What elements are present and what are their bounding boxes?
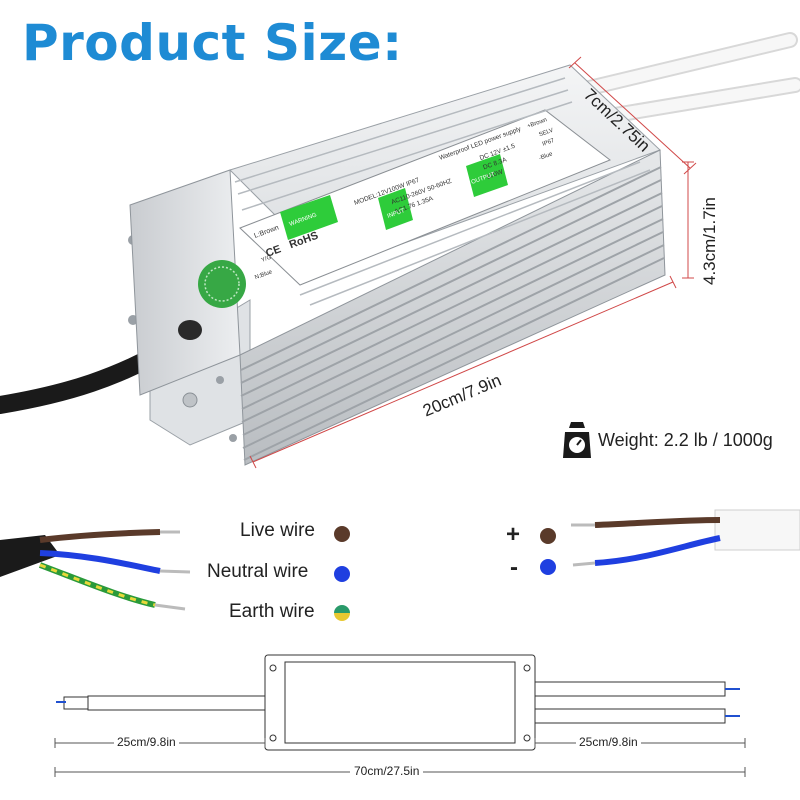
label-minus-blue: -Blue [538,151,554,162]
length-schematic [54,654,746,777]
negative-output-dot [540,559,556,575]
live-wire-label: Live wire [240,520,315,541]
output-wires-illustration [571,509,800,567]
live-wire-dot [334,526,350,542]
label-input-badge: INPUT [387,208,406,220]
height-dimension-label: 4.3cm/1.7in [700,197,719,285]
label-ce: CE [264,243,282,260]
earth-wire-dot [334,605,350,621]
right-cable-length: 25cm/9.8in [576,735,641,749]
neutral-wire-dot [334,566,350,582]
label-n-blue: N:Blue [254,269,274,281]
left-cable-length: 25cm/9.8in [114,735,179,749]
label-yg: Y/G [261,255,273,264]
scale-icon [563,422,591,458]
label-ip67: IP67 [542,138,556,148]
positive-sign: + [506,521,521,548]
input-wires-illustration [0,529,191,611]
negative-sign: - [510,554,518,581]
neutral-wire-label: Neutral wire [207,561,309,582]
label-selv: SELV [538,128,554,139]
power-supply-illustration: L:Brown RoHS CE MODEL:12V100W IP67 AC110… [0,32,800,469]
page-title: Product Size: [22,14,403,72]
earth-wire-label: Earth wire [229,601,315,622]
weight-label: Weight: 2.2 lb / 1000g [598,430,773,450]
total-length: 70cm/27.5in [350,764,424,778]
positive-output-dot [540,528,556,544]
